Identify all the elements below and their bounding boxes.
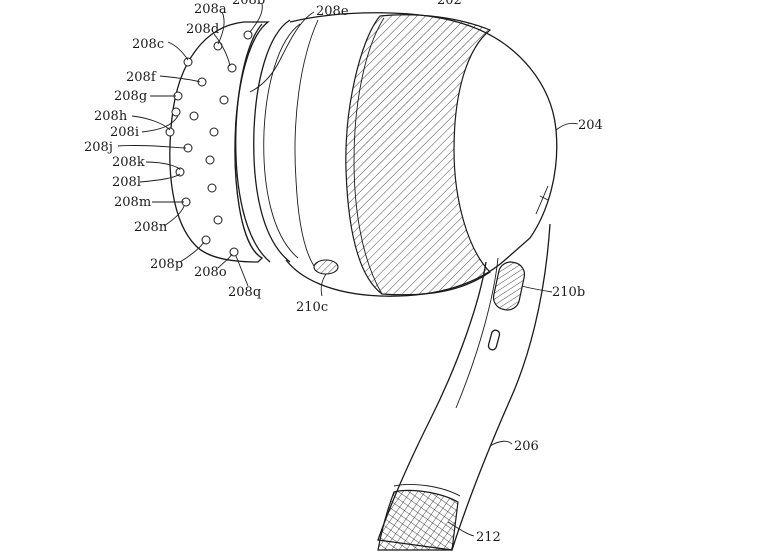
reference-labels: 208a 208b 208e 202 208d 208c 208f 208g 2…	[84, 0, 603, 545]
label-208l: 208l	[112, 175, 141, 190]
label-208o: 208o	[194, 265, 227, 280]
label-208p: 208p	[150, 257, 183, 272]
label-208a: 208a	[194, 2, 227, 17]
label-208n: 208n	[134, 220, 168, 235]
label-212: 212	[476, 530, 501, 545]
ear-tip-dots	[166, 31, 252, 256]
label-208e: 208e	[316, 4, 349, 19]
label-208f: 208f	[126, 70, 157, 85]
label-208h: 208h	[94, 109, 128, 124]
stem-slot	[488, 329, 501, 350]
label-202: 202	[437, 0, 462, 8]
label-208d: 208d	[186, 22, 219, 37]
label-208g: 208g	[114, 89, 147, 104]
vent-210c	[314, 260, 338, 274]
mesh-212	[378, 490, 458, 550]
label-208c: 208c	[132, 37, 164, 52]
label-208j: 208j	[84, 140, 113, 155]
label-208q: 208q	[228, 285, 261, 300]
label-208i: 208i	[110, 125, 139, 140]
label-206: 206	[514, 439, 539, 454]
label-204: 204	[578, 118, 603, 133]
label-210c: 210c	[296, 300, 328, 315]
label-208b: 208b	[232, 0, 265, 8]
label-208k: 208k	[112, 155, 145, 170]
label-210b: 210b	[552, 285, 585, 300]
label-208m: 208m	[114, 195, 151, 210]
